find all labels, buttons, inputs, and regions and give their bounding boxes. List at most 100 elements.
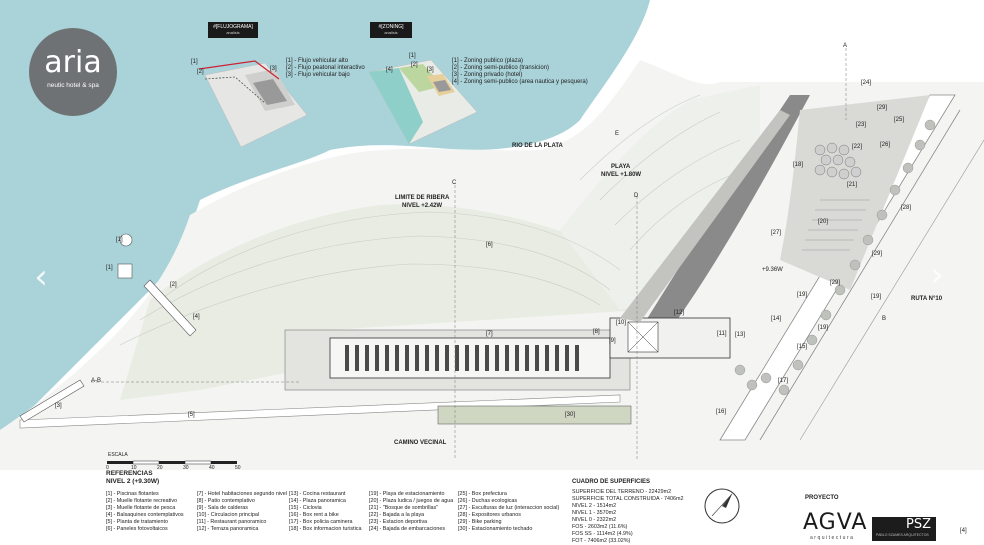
- reference-item: [29] - Bike parking: [458, 519, 502, 525]
- logo-tagline: neutic hotel & spa: [47, 82, 99, 89]
- reference-item: [9] - Sala de calderas: [197, 505, 248, 511]
- plan-marker: [18]: [793, 162, 804, 168]
- reference-item: [6] - Paneles fotovoltaicos: [106, 526, 168, 532]
- reference-item: [30] - Estacionamiento techado: [458, 526, 533, 532]
- plan-marker: [3]: [55, 403, 62, 409]
- reference-item: [14] - Plaza panoramica: [289, 498, 346, 504]
- plan-marker: [8]: [593, 329, 600, 335]
- zoning-legend-item: [2] - Zoning semi-publico (transicion): [452, 65, 550, 71]
- psz-label: PSZ: [906, 517, 931, 532]
- reference-item: [22] - Bajada a la playa: [369, 512, 425, 518]
- flujograma-diagram: [198, 60, 308, 148]
- plan-marker: [27]: [771, 230, 782, 236]
- chevron-right-icon[interactable]: ›: [930, 255, 944, 295]
- logo-name: aria: [44, 45, 102, 80]
- reference-item: [1] - Piscinas flotantes: [106, 491, 159, 497]
- reference-item: [17] - Box policia caminera: [289, 519, 353, 525]
- flujograma-legend-item: [3] - Flujo vehicular bajo: [286, 72, 350, 78]
- zoning-legend-item: [4] - Zoning semi-publico (area nautica …: [452, 79, 588, 85]
- reference-item: [28] - Expositores urbanos: [458, 512, 521, 518]
- river-water-area: [0, 0, 650, 430]
- plan-marker: [20]: [818, 219, 829, 225]
- plan-marker: [4]: [193, 314, 200, 320]
- plan-marker: [7]: [486, 331, 493, 337]
- plan-marker: [28]: [901, 205, 912, 211]
- reference-item: [15] - Ciclovia: [289, 505, 322, 511]
- plan-marker: [12]: [674, 310, 685, 316]
- aria-logo: aria neutic hotel & spa: [29, 28, 117, 116]
- plan-marker: [5]: [188, 412, 195, 418]
- scale-tick: 40: [209, 465, 215, 471]
- scale-tick: 0: [106, 465, 109, 471]
- reference-item: [13] - Cocina restaurant: [289, 491, 346, 497]
- flujo-marker-2: [2]: [197, 69, 204, 75]
- zoning-legend-item: [3] - Zoning privado (hotel): [452, 72, 523, 78]
- camino-label: CAMINO VECINAL: [394, 440, 447, 446]
- plan-marker: [21]: [847, 182, 858, 188]
- reference-item: [12] - Terraza panoramica: [197, 526, 259, 532]
- superficie-row: FOS - 2603m2 (11.6%): [572, 524, 628, 530]
- references-col-1: [1] - Piscinas flotantes [2] - Muelle fl…: [106, 491, 184, 533]
- psz-logo: PSZ PABLO SZAMES ARQUITECTOS: [872, 517, 936, 541]
- plan-marker: [19]: [871, 294, 882, 300]
- zoning-diagram: [368, 59, 478, 145]
- section-marker-ab: A-B: [91, 378, 102, 384]
- ribera-level: NIVEL +2.42W: [402, 203, 443, 209]
- zoning-marker-2: [2]: [411, 62, 418, 68]
- reference-item: [25] - Box prefectura: [458, 491, 507, 497]
- section-lines: [91, 48, 847, 460]
- superficie-row: FOT - 7406m2 (33.02%): [572, 538, 631, 544]
- reference-item: [8] - Patio contemplativo: [197, 498, 255, 504]
- piers: [19, 233, 197, 423]
- ribera-title: LIMITE DE RIBERA: [395, 195, 450, 201]
- plan-marker: [16]: [716, 409, 727, 415]
- main-circulation: [620, 110, 790, 322]
- reference-item: [10] - Circulacion principal: [197, 512, 260, 518]
- flujograma-legend-item: [1] - Flujo vehicular alto: [286, 58, 349, 64]
- reference-item: [3] - Muelle flotante de pesca: [106, 505, 176, 511]
- trees: [734, 119, 936, 396]
- plan-marker: [26]: [880, 142, 891, 148]
- references-col-4: [19] - Playa de estacionamiento [20] - P…: [369, 491, 453, 533]
- playa-title: PLAYA: [611, 164, 631, 170]
- plan-marker: [15]: [797, 344, 808, 350]
- references-subtitle: NIVEL 2 (+9.30W): [106, 478, 160, 485]
- reference-item: [27] - Esculturas de luz (interaccion so…: [458, 505, 560, 511]
- plan-marker: [14]: [771, 316, 782, 322]
- plan-marker: [1]: [116, 237, 123, 243]
- reference-item: [21] - "Bosque de sombrillas": [369, 505, 439, 511]
- reference-item: [19] - Playa de estacionamiento: [369, 491, 445, 497]
- zoning-marker-3: [3]: [427, 67, 434, 73]
- superficie-row: SUPERFICIE DEL TERRENO - 22429m2: [572, 489, 672, 495]
- reference-item: [16] - Box rent a bike: [289, 512, 339, 518]
- plan-marker: [24]: [861, 80, 872, 86]
- superficie-row: NIVEL 1 - 3570m2: [572, 510, 617, 516]
- reference-item: [20] - Plaza ludica / juegos de agua: [369, 498, 454, 504]
- references-col-2: [7] - Hotel habitaciones segundo nivel […: [197, 491, 287, 533]
- reference-item: [26] - Duchas ecologicas: [458, 498, 518, 504]
- flujo-marker-1: [1]: [191, 59, 198, 65]
- scale-bar: [107, 460, 237, 465]
- plan-marker: [13]: [735, 332, 746, 338]
- zoning-tag-sub: analisis: [384, 30, 398, 35]
- rio-label: RIO DE LA PLATA: [512, 143, 563, 149]
- ruta-label: RUTA N°10: [911, 296, 943, 302]
- playa-level: NIVEL +1.80W: [601, 172, 642, 178]
- dune-area: [560, 85, 760, 310]
- contour-lines: [119, 94, 746, 346]
- plan-marker: [11]: [717, 331, 727, 337]
- agva-brand: AGVA: [803, 510, 868, 535]
- covered-parking: [437, 405, 632, 425]
- plan-marker: [19]: [818, 325, 829, 331]
- zoning-marker-4: [4]: [386, 67, 393, 73]
- superficie-row: NIVEL 2 - 1514m2: [572, 503, 617, 509]
- chevron-left-icon[interactable]: ‹: [34, 257, 48, 297]
- section-marker-e: E: [615, 131, 620, 137]
- section-marker-c: C: [452, 180, 457, 186]
- plan-marker: [19]: [797, 292, 808, 298]
- superficies-table: SUPERFICIE DEL TERRENO - 22429m2 SUPERFI…: [572, 489, 684, 545]
- zoning-tag-label: #[ZONING]: [378, 24, 404, 30]
- park-area: [120, 204, 640, 400]
- superficies-title: CUADRO DE SUPERFICIES: [572, 479, 651, 485]
- plan-marker: [23]: [856, 122, 867, 128]
